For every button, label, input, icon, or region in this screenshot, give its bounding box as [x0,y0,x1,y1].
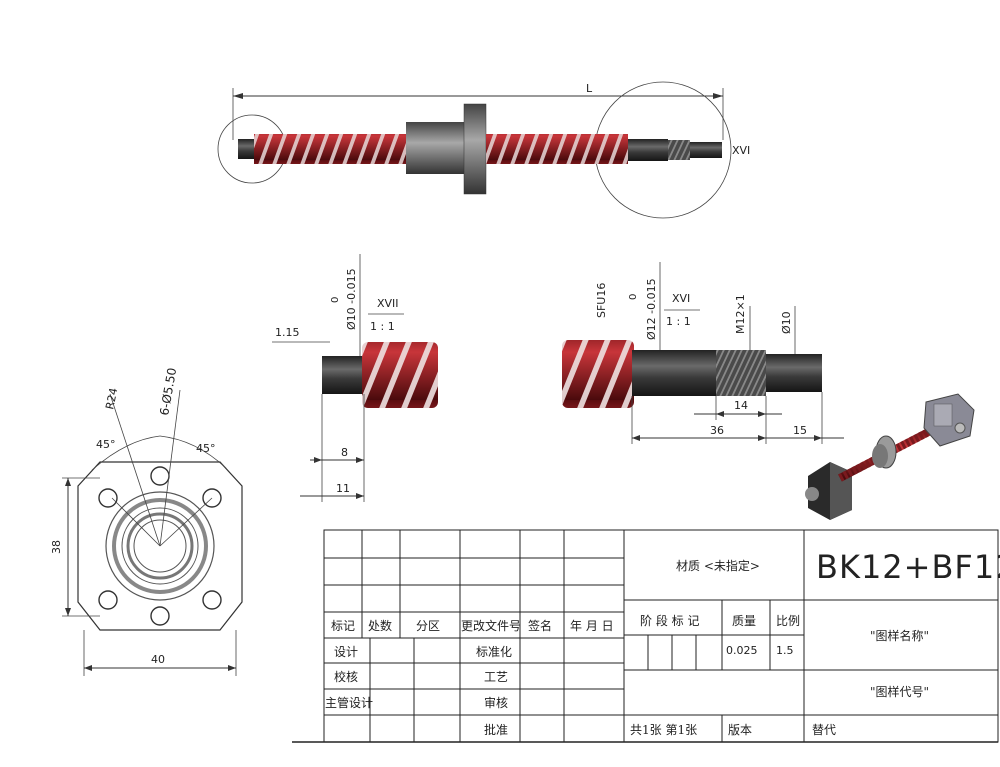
hdr-change-doc: 更改文件号 [461,618,521,633]
right-end-detail: SFU16 0 Ø12 -0.015 XVI 1 : 1 M12×1 Ø10 1… [562,262,844,444]
mid-approve: 批准 [484,722,508,737]
drawing-title: BK12+BF12 [816,548,1000,586]
length-label: L [586,82,593,95]
right-tol-top: 0 [628,294,639,300]
left-len-b: 11 [336,482,350,495]
mass-value: 0.025 [726,644,758,657]
left-scale: 1 : 1 [370,320,395,333]
scale-value: 1.5 [776,644,794,657]
left-detail-ref: XVII [377,297,399,310]
ball-nut [406,122,466,174]
angle-left: 45° [96,438,116,451]
flange-view: R24 6-Ø5.50 45° 45° 38 40 [50,367,243,676]
isometric-assembly [805,393,975,520]
angle-right: 45° [196,442,216,455]
overview-screw: L XVI [217,81,750,219]
m12-thread [716,350,766,396]
left-end-detail: 0 Ø10 -0.015 XVII 1 : 1 1.15 8 11 [272,254,438,502]
mid-process: 工艺 [484,670,508,684]
row-check: 校核 [334,669,358,684]
nut-type-label: SFU16 [595,283,608,318]
screw-thread-left [254,134,406,164]
width-label: 40 [151,653,165,666]
right-end-thread [562,340,634,408]
mid-review: 审核 [484,695,508,710]
title-block: 标记 处数 分区 更改文件号 签名 年 月 日 设计 校核 主管设计 标准化 工… [292,529,1000,743]
left-len-a: 8 [341,446,348,459]
mass-label: 质量 [732,614,756,628]
flange-outline [77,461,243,631]
scale-label: 比例 [776,614,800,628]
thread-label: M12×1 [734,294,747,334]
drawing-code: "图样代号" [870,684,929,699]
row-design: 设计 [334,645,358,659]
stage-label: 阶 段 标 记 [640,613,699,628]
mid-standard: 标准化 [476,645,512,659]
left-chamfer: 1.15 [275,326,300,339]
hdr-date: 年 月 日 [570,619,614,633]
len-thread: 14 [734,399,748,412]
nut-flange [463,103,487,195]
left-tol-top: 0 [330,297,341,303]
left-diameter: Ø10 -0.015 [345,268,358,330]
hdr-signature: 签名 [528,618,552,633]
material-label: 材质 <未指定> [676,558,760,573]
len-shaft: 36 [710,424,724,437]
sheet-info: 共1张 第1张 [630,723,697,737]
detail-ref-label: XVI [732,144,750,157]
right-diameter: Ø12 -0.015 [645,278,658,340]
right-scale: 1 : 1 [666,315,691,328]
drawing-name: "图样名称" [870,628,929,643]
right-detail-ref: XVI [672,292,690,305]
height-label: 38 [50,540,63,554]
left-end-thread [362,342,438,408]
hdr-zone: 分区 [416,619,440,633]
version-label: 版本 [728,723,752,737]
holes-label: 6-Ø5.50 [157,367,179,417]
hdr-mark: 标记 [331,619,355,633]
screw-thread-right [486,134,628,164]
bolt-holes [98,466,222,626]
hdr-count: 处数 [368,618,392,633]
right-diameter2: Ø10 [780,311,793,334]
len-end: 15 [793,424,807,437]
row-chief-design: 主管设计 [325,695,373,710]
replace-label: 替代 [812,723,836,737]
radius-label: R24 [103,387,120,411]
